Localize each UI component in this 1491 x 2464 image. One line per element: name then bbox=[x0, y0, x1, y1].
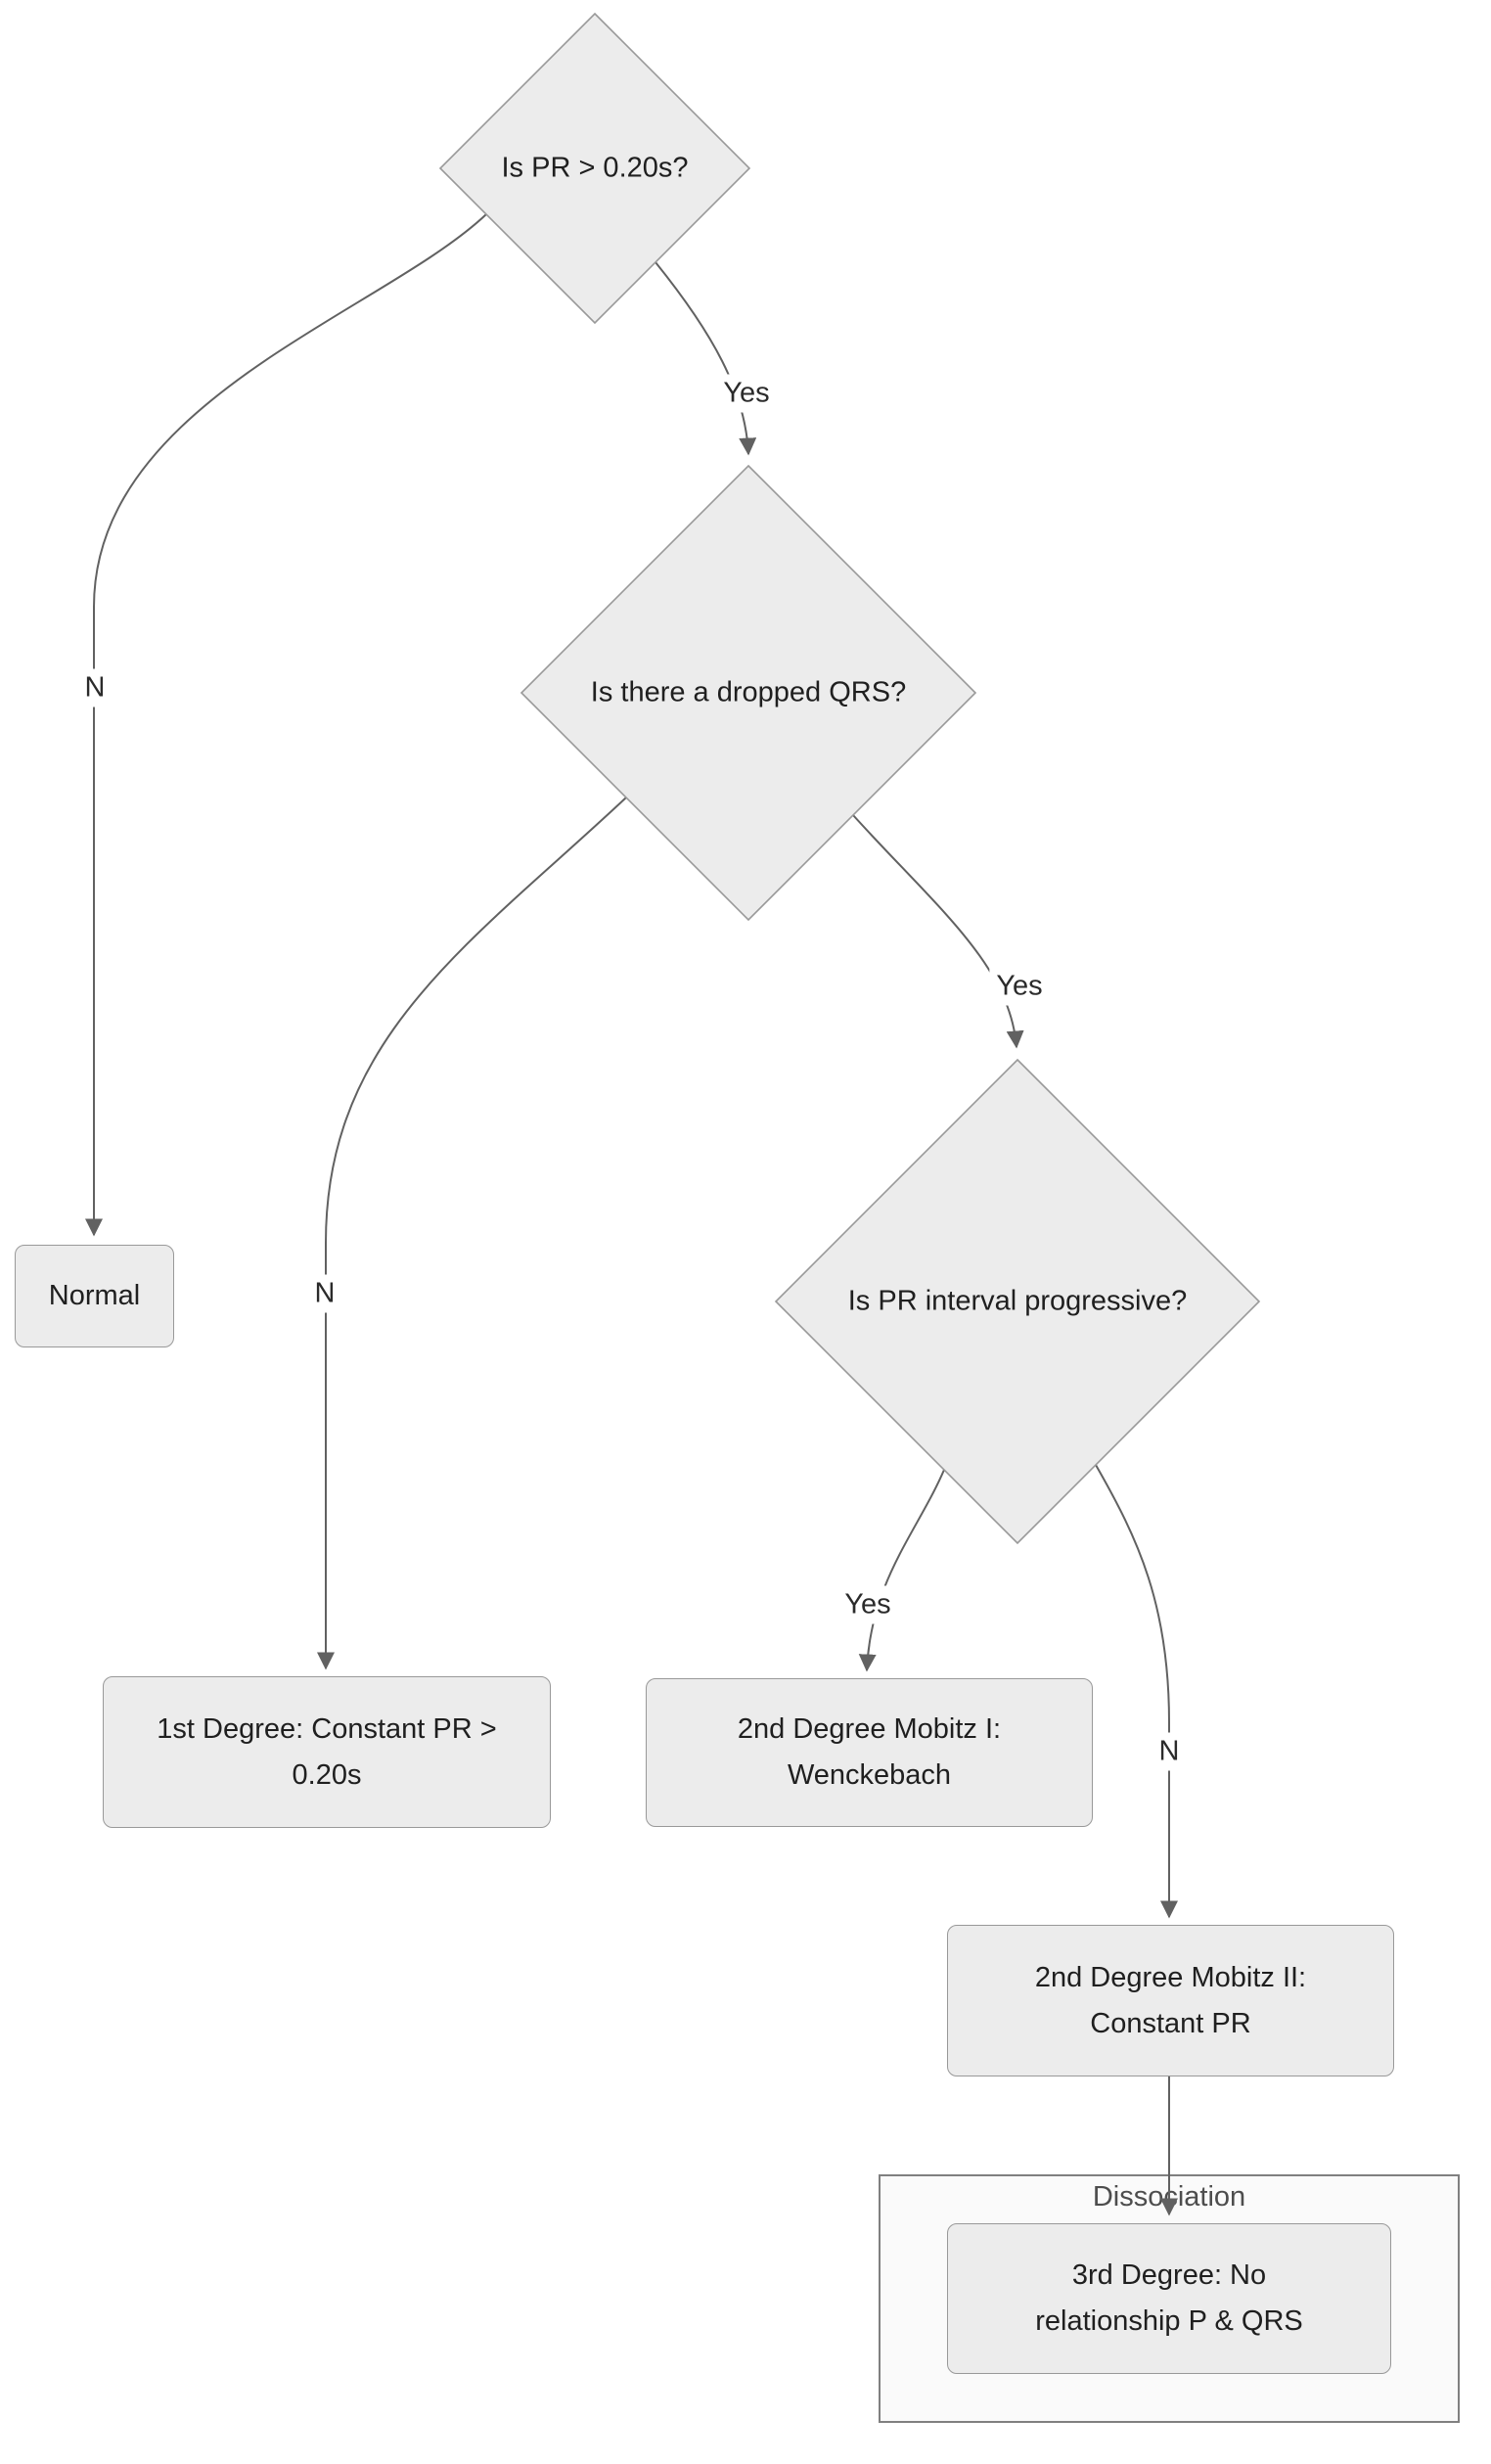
outcome-third-degree-line2: relationship P & QRS bbox=[1035, 2305, 1303, 2337]
outcome-normal-text: Normal bbox=[48, 1280, 141, 1311]
outcome-normal: Normal bbox=[15, 1245, 174, 1347]
outcome-third-degree: 3rd Degree: No relationship P & QRS bbox=[947, 2223, 1391, 2374]
decision-diamond-dropped-qrs bbox=[520, 464, 977, 922]
outcome-second-degree-mobitz1: 2nd Degree Mobitz I: Wenckebach bbox=[646, 1678, 1093, 1827]
outcome-third-degree-line1: 3rd Degree: No bbox=[1071, 2259, 1267, 2291]
edge-label-d3-no: N bbox=[1152, 1732, 1187, 1771]
decision-label-pr-gt-020: Is PR > 0.20s? bbox=[501, 152, 689, 184]
decision-diamond-pr-gt-020 bbox=[438, 12, 751, 325]
outcome-first-degree-line1: 1st Degree: Constant PR > bbox=[157, 1712, 497, 1745]
edge-label-d2-yes: Yes bbox=[989, 967, 1050, 1006]
edge-d2-yes-to-d3 bbox=[852, 814, 1024, 1049]
edge-d1-no-to-normal bbox=[85, 213, 487, 1237]
outcome-second-degree-mobitz2-line2: Constant PR bbox=[1090, 2007, 1251, 2039]
edge-label-d1-yes: Yes bbox=[716, 374, 777, 413]
outcome-first-degree-line2: 0.20s bbox=[292, 1758, 362, 1791]
outcome-first-degree: 1st Degree: Constant PR > 0.20s bbox=[103, 1676, 551, 1828]
edge-label-d1-no: N bbox=[77, 668, 113, 707]
edge-label-d2-no: N bbox=[307, 1274, 342, 1313]
edge-d3-yes-to-mobitz1 bbox=[858, 1469, 945, 1672]
outcome-second-degree-mobitz1-line2: Wenckebach bbox=[787, 1759, 952, 1791]
outcome-second-degree-mobitz2: 2nd Degree Mobitz II: Constant PR bbox=[947, 1925, 1394, 2076]
decision-label-dropped-qrs: Is there a dropped QRS? bbox=[590, 676, 907, 708]
edge-d2-no-to-first-degree bbox=[317, 797, 627, 1670]
edge-d1-yes-to-d2 bbox=[655, 261, 757, 456]
decision-diamond-pr-progressive bbox=[774, 1058, 1261, 1545]
outcome-second-degree-mobitz1-line1: 2nd Degree Mobitz I: bbox=[737, 1713, 1002, 1745]
decision-label-pr-progressive: Is PR interval progressive? bbox=[847, 1285, 1188, 1317]
edge-label-d3-yes: Yes bbox=[837, 1585, 898, 1624]
outcome-second-degree-mobitz2-line1: 2nd Degree Mobitz II: bbox=[1034, 1961, 1307, 1993]
edge-d3-no-to-mobitz2 bbox=[1095, 1464, 1178, 1919]
